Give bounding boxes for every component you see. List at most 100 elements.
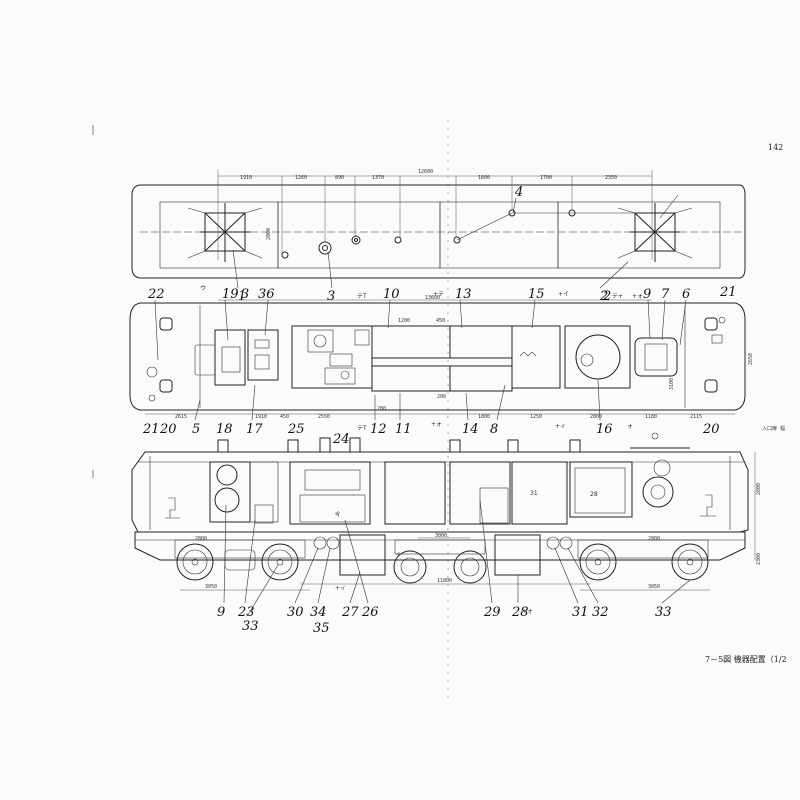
ref-floor-20-right: 20 (702, 422, 720, 437)
ref-floor-5: 5 (192, 422, 200, 437)
ref-floor-21-left: 21 (142, 422, 160, 437)
mark-o-4: +ォ (522, 608, 533, 615)
ref-floor-2: 2 (602, 289, 611, 304)
floor-dim-4: 2550 (318, 414, 330, 420)
roof-dim-5: 1600 (478, 175, 490, 181)
ref-roof-1: 1 (238, 289, 246, 304)
floor-plan: 13600 (129, 295, 754, 420)
mark-o-2: +ォ (632, 293, 643, 300)
floor-total-dim: 13600 (425, 295, 440, 301)
floor-dim-3: 450 (280, 414, 289, 420)
floor-small-4: 200 (437, 394, 446, 400)
ref-floor-22: 22 (147, 287, 165, 302)
ref-side-33-left: 33 (242, 619, 259, 634)
ref-roof-3: 3 (327, 289, 335, 304)
ref-side-30: 30 (287, 605, 304, 620)
svg-text:2000: 2000 (266, 228, 272, 240)
side-leaders (223, 499, 691, 616)
mark-i-4: +ィ (335, 585, 346, 592)
ref-side-33-right: 33 (655, 605, 672, 620)
mid-dim: 3000 (435, 533, 447, 539)
ref-floor-11: 11 (395, 422, 412, 437)
ref-side-32: 32 (592, 605, 609, 620)
ref-side-35: 35 (313, 621, 330, 636)
mark-te-4: テ+ (612, 293, 623, 300)
mark-i-5: ィ (395, 551, 401, 558)
floor-dim-1: 2615 (175, 414, 187, 420)
ref-side-29: 29 (483, 605, 501, 620)
svg-text:イ: イ (335, 512, 341, 519)
roof-total-dim: 12600 (418, 169, 433, 175)
roof-dim-4: 1370 (372, 175, 384, 181)
roof-dim-1: 1910 (240, 175, 252, 181)
mark-u: ウ (200, 284, 206, 292)
floor-small-3: 280 (377, 406, 386, 412)
ref-side-28: 28 (511, 605, 529, 620)
side-elevation: 31 28 イ (131, 425, 785, 591)
pantograph-left (187, 203, 263, 262)
mark-te-1: テT (357, 293, 367, 300)
roof-dim-6: 1700 (540, 175, 552, 181)
ref-floor-21-right: 21 (719, 285, 737, 300)
mark-te-3: +テ (433, 291, 444, 298)
ref-floor-14: 14 (462, 422, 479, 437)
side-height-dim: 2800 (756, 483, 762, 495)
floor-small-1: 1200 (398, 318, 410, 324)
svg-text:31: 31 (530, 490, 538, 497)
ref-side-9: 9 (217, 605, 225, 620)
ref-side-34: 34 (310, 605, 327, 620)
mark-i-1: +イ (558, 291, 569, 298)
ref-floor-24: 24 (332, 432, 350, 447)
ref-floor-13: 13 (455, 287, 472, 302)
mark-i-3: ィ (334, 510, 340, 517)
truck-overall-right: 3050 (648, 584, 660, 590)
roof-dim-7: 2350 (605, 175, 617, 181)
floor-dim-8: 1180 (645, 414, 657, 420)
floor-leaders (154, 299, 687, 421)
floor-small-2: 450 (436, 318, 445, 324)
wheelbase-right: 2800 (648, 536, 660, 542)
ref-floor-9: 9 (643, 287, 651, 302)
truck-overall-left: 3050 (205, 584, 217, 590)
ref-floor-36: 36 (258, 287, 275, 302)
ref-side-26: 26 (361, 605, 379, 620)
mark-o-1: +ォ (431, 421, 442, 428)
floor-width-small: 3100 (669, 378, 675, 390)
roof-dim-2: 1260 (295, 175, 307, 181)
ref-floor-17: 17 (246, 422, 263, 437)
ref-side-31: 31 (572, 605, 589, 620)
ref-side-27: 27 (341, 605, 359, 620)
roof-leaders (232, 194, 679, 289)
ref-floor-3: 3 (241, 287, 249, 302)
floor-dim-2: 1910 (255, 414, 267, 420)
ref-roof-4: 4 (514, 185, 523, 200)
mark-i-2: +ィ (555, 423, 566, 430)
ref-floor-19: 19 (222, 287, 239, 302)
ref-floor-25: 25 (287, 422, 305, 437)
floor-width-dim: 2650 (748, 353, 754, 365)
ref-floor-6: 6 (682, 287, 690, 302)
figure-caption: 7－5図 機器配置（1/2 (705, 654, 787, 664)
side-lower-dim: 2300 (756, 553, 762, 565)
ref-floor-15: 15 (528, 287, 545, 302)
truck-centers-dim: 11800 (437, 578, 452, 584)
wheelbase-left: 2800 (195, 536, 207, 542)
roof-dim-3: 890 (335, 175, 344, 181)
ref-floor-20-left: 20 (159, 422, 177, 437)
mark-o-3: ォ (627, 423, 633, 430)
ref-floor-10: 10 (383, 287, 400, 302)
ref-floor-8: 8 (490, 422, 498, 437)
floor-dim-7: 2800 (590, 414, 602, 420)
ref-floor-7: 7 (661, 287, 670, 302)
roof-plan: 12600 1910 1260 890 1370 1600 1700 2350 (131, 169, 746, 279)
svg-text:28: 28 (590, 491, 598, 498)
floor-dim-5: 1800 (478, 414, 490, 420)
page-number: 142 (768, 143, 783, 152)
ref-floor-16: 16 (596, 422, 613, 437)
ref-floor-18: 18 (216, 422, 233, 437)
side-note: 入口扉 幅 (762, 425, 785, 432)
mark-te-2: テT (357, 425, 367, 432)
ref-floor-12: 12 (370, 422, 387, 437)
